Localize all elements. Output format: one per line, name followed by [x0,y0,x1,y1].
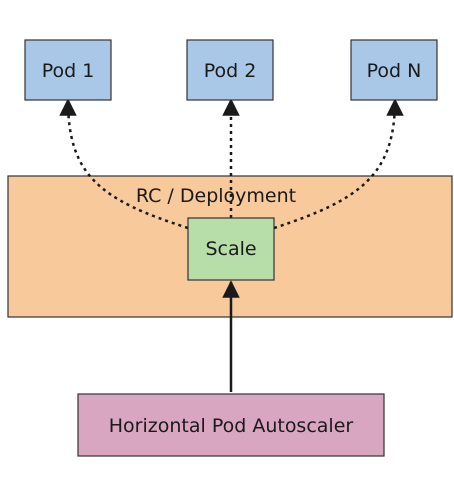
pod-node-n: Pod N [350,39,438,101]
pod-node-1: Pod 1 [24,39,112,101]
scale-node: Scale [187,217,275,281]
scale-label: Scale [205,238,256,260]
hpa-label: Horizontal Pod Autoscaler [109,415,354,437]
pod-n-label: Pod N [367,60,422,82]
pod-2-label: Pod 2 [204,60,257,82]
hpa-node: Horizontal Pod Autoscaler [77,393,385,457]
pod-1-label: Pod 1 [42,60,95,82]
rc-deployment-label: RC / Deployment [136,185,296,207]
pod-node-2: Pod 2 [186,39,274,101]
arrow-scale-to-pod-n [273,98,404,230]
